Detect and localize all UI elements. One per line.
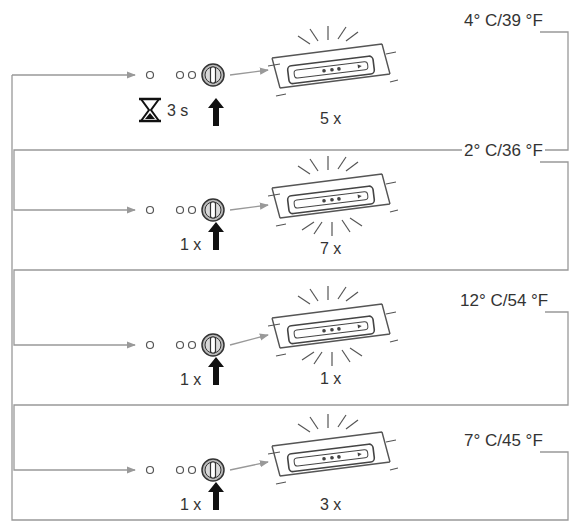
press-count: 1 x xyxy=(178,236,203,254)
flash-count: 7 x xyxy=(318,240,343,258)
press-count: 1 x xyxy=(178,371,203,389)
flash-count: 1 x xyxy=(318,370,343,388)
temperature-label: 4° C/39 °F xyxy=(462,12,545,31)
temperature-label: 7° C/45 °F xyxy=(462,432,545,451)
flash-count: 5 x xyxy=(318,110,343,128)
hourglass-icon xyxy=(139,99,161,121)
press-count: 1 x xyxy=(178,496,203,514)
temperature-label: 12° C/54 °F xyxy=(458,292,550,311)
duration-label: 3 s xyxy=(165,102,190,120)
temperature-label: 2° C/36 °F xyxy=(462,142,545,161)
flash-count: 3 x xyxy=(318,496,343,514)
